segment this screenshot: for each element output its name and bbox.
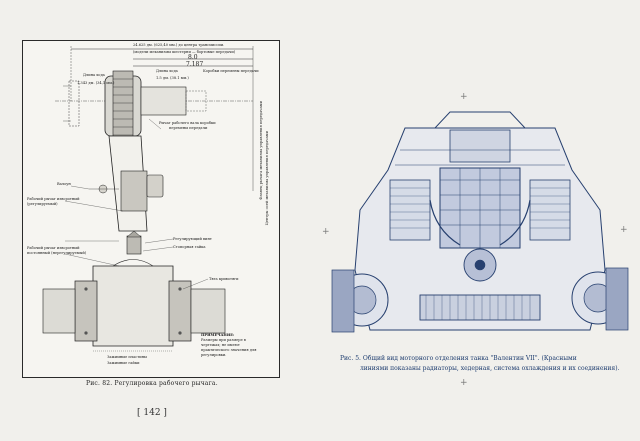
- caption-right-line2: линиями показаны радиаторы, хедерная, си…: [360, 365, 620, 372]
- right-page: + + + +: [320, 0, 640, 441]
- label-adjust-screw: Регулирующий винт: [173, 237, 212, 241]
- diagram-frame: 24.625 дм. (625,40 мм.) до центра трансм…: [22, 40, 280, 378]
- caption-right-line1: Рис. 5. Общий вид моторного отделения та…: [340, 355, 577, 362]
- label-work-rod-adjustable: Рабочий рычаг изворотный: [27, 197, 80, 201]
- label-valve: Валоун: [57, 182, 71, 186]
- label-side-gear: Коробки перемены передачи: [203, 69, 259, 73]
- page-number: [ 142 ]: [137, 408, 167, 418]
- label-length-stroke: Длина хода: [83, 73, 105, 77]
- dim-top-text-2: (модели механизмы шестерни — бортовые пе…: [133, 50, 236, 54]
- label-rocker-axis-2: перемены передачи: [169, 126, 208, 130]
- label-shim-nuts: Зажимные гайки: [107, 361, 140, 365]
- note-box: ПРИМЕЧАНИЕ: Размеры при размере в чертеж…: [201, 333, 265, 358]
- label-rod-body: Тяга кривотяги: [209, 277, 239, 281]
- tank-engine-illustration: [331, 111, 629, 333]
- dim-1-343: 1.343 дм. (34,1 мм.): [77, 81, 115, 85]
- label-work-rod-adjustable-2: (регулируемый): [27, 202, 58, 206]
- dim-8: 8.0: [188, 54, 198, 61]
- label-lock-nut: Стопорная гайка: [173, 245, 206, 249]
- label-work-rod-fixed: Рабочий рычаг изворотный: [27, 246, 80, 250]
- dim-top-text: 24.625 дм. (625,40 мм.) до центра трансм…: [133, 43, 225, 47]
- label-work-rod-fixed-2: постоянный (нерегулируемый): [27, 251, 87, 255]
- left-page: 24.625 дм. (625,40 мм.) до центра трансм…: [22, 40, 280, 418]
- crop-mark-top: +: [460, 92, 468, 102]
- label-length-stroke-2: Длина хода: [156, 69, 178, 73]
- crop-mark-left: +: [322, 227, 330, 237]
- note-title: ПРИМЕЧАНИЕ:: [201, 333, 235, 337]
- note-body: Размеры при размере в чертежах; не имеют…: [201, 338, 257, 357]
- figure-caption-right: Рис. 5. Общий вид моторного отделения та…: [340, 354, 625, 374]
- dim-1-5: 1.5 дм. (38.1 мм.): [156, 76, 189, 80]
- label-vertical-note-2: Центры осей механизма управления передач…: [265, 131, 269, 226]
- label-rocker-axis: Рычаг рабочего вала коробки: [159, 121, 216, 125]
- crop-mark-bottom: +: [460, 378, 468, 388]
- crop-mark-right: +: [620, 225, 628, 235]
- label-vertical-note: Фланец рычага механизма управления перед…: [259, 101, 263, 200]
- label-shims: Зажимные пластины: [107, 355, 147, 359]
- figure-caption-left: Рис. 82. Регулировка рабочего рычага.: [86, 380, 218, 387]
- gear-linkage-diagram: [42, 46, 254, 352]
- dim-7187: 7.187: [186, 61, 204, 68]
